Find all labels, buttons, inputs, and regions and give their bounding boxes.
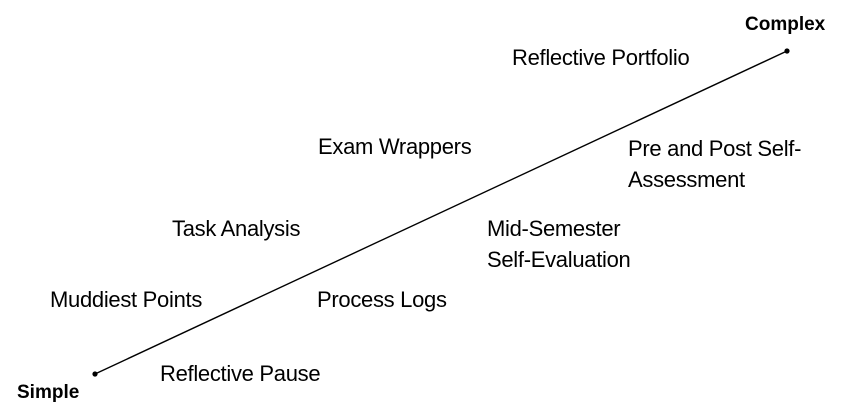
continuum-item-exam-wrappers: Exam Wrappers [318,134,472,159]
continuum-item-mid-semester-self-evaluation: Mid-Semester Self-Evaluation [487,216,631,272]
line-endpoint-dot-simple [92,371,98,377]
continuum-item-muddiest-points: Muddiest Points [50,287,203,312]
line-endpoint-dot-complex [784,48,790,54]
continuum-item-reflective-portfolio: Reflective Portfolio [512,45,690,70]
continuum-item-reflective-pause: Reflective Pause [160,361,321,386]
complex-endpoint-label: Complex [745,14,826,35]
continuum-item-pre-and-post-self-assessment: Pre and Post Self- Assessment [628,136,802,192]
continuum-item-task-analysis: Task Analysis [172,216,301,241]
continuum-item-process-logs: Process Logs [317,287,447,312]
simple-endpoint-label: Simple [17,382,80,403]
continuum-line-segment [94,50,788,375]
